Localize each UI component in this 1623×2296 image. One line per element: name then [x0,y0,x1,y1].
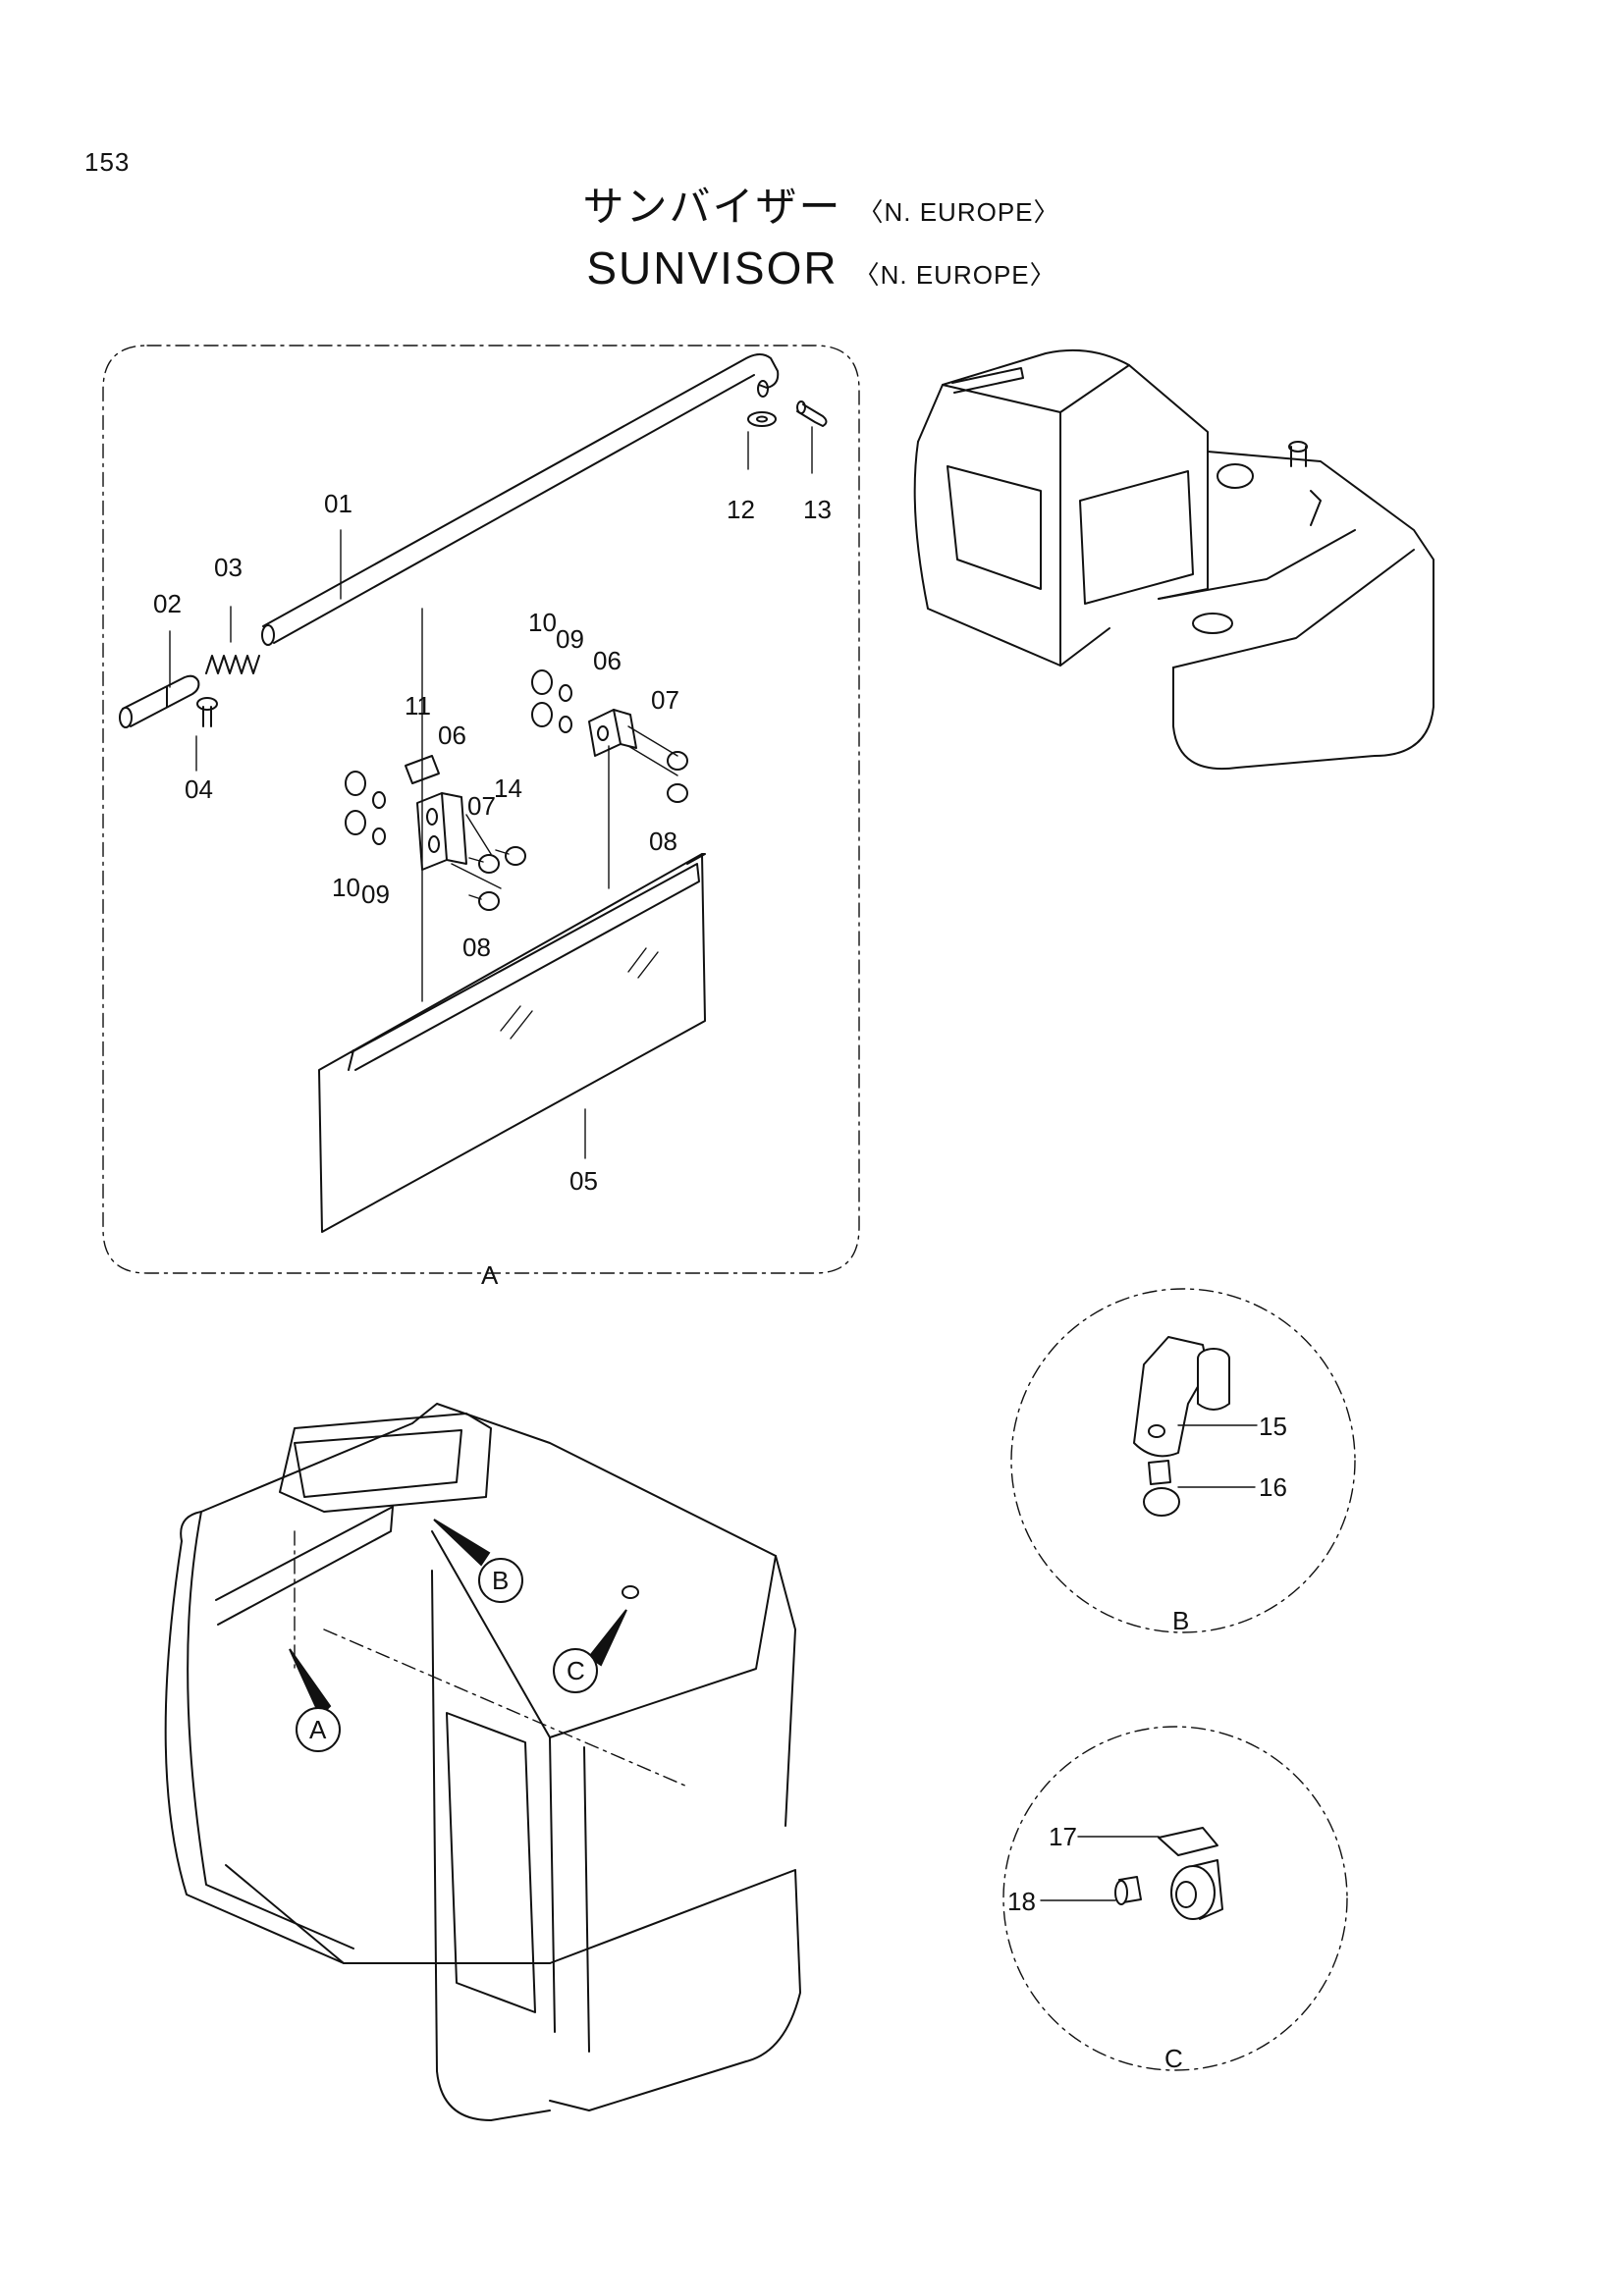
callout-12: 12 [727,495,755,524]
detail-b-circle [1010,1288,1356,1633]
title-english: SUNVISOR 〈N. EUROPE〉 [0,245,1623,291]
title-jp-text: サンバイザー [582,184,842,230]
page-number: 153 [84,147,131,177]
washer-12 [747,411,777,427]
callout-09-right: 09 [556,624,584,654]
title-en-text: SUNVISOR [586,242,839,294]
callout-13: 13 [803,495,832,524]
title-jp-region: 〈N. EUROPE〉 [857,197,1060,227]
callout-04: 04 [185,774,213,804]
callout-18: 18 [1007,1887,1036,1916]
sunvisor-rod [261,353,780,646]
callout-03: 03 [214,553,243,582]
callout-15: 15 [1259,1412,1287,1441]
callout-08-right: 08 [649,827,677,856]
bolts-07-08-right [667,751,688,803]
bolts-07-08-14-left [468,846,526,911]
callout-14: 14 [494,774,522,803]
callout-07-right: 07 [651,685,679,715]
washer-09-left [372,791,386,845]
detail-b-label: B [1172,1606,1189,1635]
bracket-06-right [588,709,678,776]
nut-10-left [345,771,366,835]
bracket-06-left [416,792,502,889]
cab-overview [164,1403,801,2121]
detail-a-frame [102,345,860,1274]
callout-01: 01 [324,489,352,518]
machine-overview [913,348,1434,771]
leaders-detail-a [169,426,813,1159]
cab-marker-b-label: B [492,1566,509,1595]
nut-10-right [531,669,553,727]
screw-04 [196,697,218,727]
callout-02: 02 [153,589,182,618]
callout-07-left: 07 [467,791,496,821]
detail-c-circle [1002,1726,1348,2071]
cab-marker-a-label: A [309,1715,327,1744]
spring-03 [205,655,260,674]
cab-marker-c-label: C [567,1656,585,1685]
pin-13 [796,400,828,427]
callout-06-right: 06 [593,646,622,675]
callout-10-right: 10 [528,608,557,637]
callout-05: 05 [569,1166,598,1196]
callout-06-left: 06 [438,721,466,750]
cab-marker-a [289,1648,341,1752]
cab-marker-b [433,1519,523,1603]
pin-02 [119,674,200,728]
cab-marker-c [553,1609,627,1693]
title-en-region: 〈N. EUROPE〉 [853,260,1056,290]
washer-09-right [559,684,572,733]
detail-a-label: A [481,1260,499,1290]
visor-panel-05 [318,608,706,1233]
callout-11: 11 [405,691,431,721]
callout-08-left: 08 [462,933,491,962]
detail-c-label: C [1164,2044,1183,2073]
callout-09-left: 09 [361,880,390,909]
callout-16: 16 [1259,1472,1287,1502]
callout-10-left: 10 [332,873,360,902]
title-japanese: サンバイザー〈N. EUROPE〉 [0,187,1623,228]
callout-17: 17 [1049,1822,1077,1851]
